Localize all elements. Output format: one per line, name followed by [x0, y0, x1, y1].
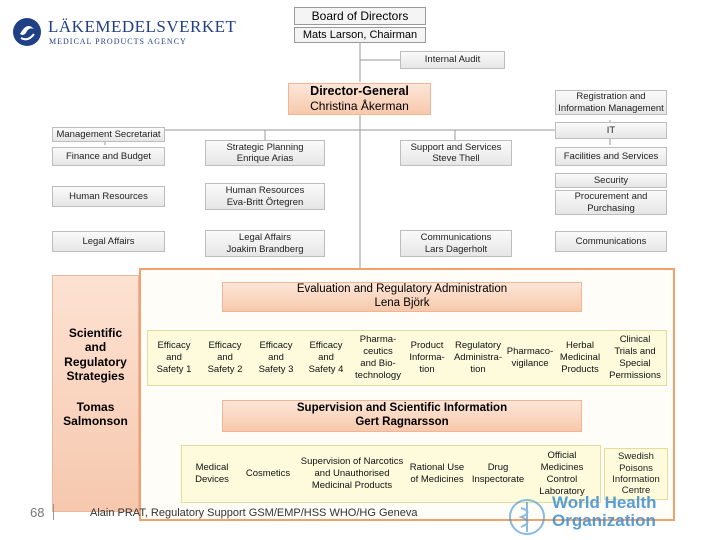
evaluation-unit: Regulatory Administra- tion	[453, 340, 503, 375]
who-emblem-icon	[509, 499, 545, 535]
supervision-scientific-information: Supervision and Scientific Information G…	[222, 400, 582, 432]
strategic-planning: Strategic Planning Enrique Arias	[205, 140, 325, 166]
internal-audit: Internal Audit	[400, 51, 505, 69]
scientific-title: Scientific and Regulatory Strategies	[64, 326, 127, 384]
board-chair: Mats Larson, Chairman	[294, 27, 426, 43]
supervision-unit: Supervision of Narcotics and Unauthorise…	[300, 456, 404, 491]
logo-name: LÄKEMEDELSVERKET	[48, 17, 237, 36]
facilities-and-services: Facilities and Services	[555, 147, 667, 166]
procurement-and-purchasing: Procurement and Purchasing	[555, 190, 667, 215]
scientific-regulatory-strategies: Scientific and Regulatory Strategies Tom…	[52, 275, 139, 512]
evaluation-title: Evaluation and Regulatory Administration	[296, 283, 508, 296]
page-number: 68	[30, 505, 45, 520]
it: IT	[555, 122, 667, 139]
support-and-services: Support and Services Steve Thell	[400, 140, 512, 166]
security: Security	[555, 173, 667, 188]
supervision-unit: Cosmetics	[245, 468, 291, 480]
communications-middle: Communications Lars Dagerholt	[400, 230, 512, 257]
evaluation-unit: Efficacy and Safety 3	[258, 340, 294, 375]
supervision-unit: Rational Use of Medicines	[409, 462, 465, 485]
legal-affairs-left: Legal Affairs	[52, 231, 165, 252]
supervision-units-panel	[181, 445, 601, 503]
who-wordmark: World Health Organization	[552, 493, 657, 530]
logo-subtitle: MEDICAL PRODUCTS AGENCY	[49, 37, 187, 46]
evaluation-units-panel	[147, 330, 667, 386]
evaluation-unit: Pharma- ceutics and Bio- technology	[355, 334, 401, 381]
director-general-name: Christina Åkerman	[310, 99, 409, 114]
supervision-title: Supervision and Scientific Information	[296, 402, 508, 415]
evaluation-unit: Efficacy and Safety 4	[308, 340, 344, 375]
supervision-unit: Medical Devices	[195, 462, 229, 485]
director-general: Director-General Christina Åkerman	[288, 83, 431, 115]
evaluation-unit: Pharmaco- vigilance	[506, 346, 554, 369]
swedish-poisons-information-centre: Swedish Poisons Information Centre	[604, 448, 668, 500]
evaluation-unit: Efficacy and Safety 2	[207, 340, 243, 375]
board-of-directors: Board of Directors Mats Larson, Chairman	[294, 7, 426, 43]
human-resources-left: Human Resources	[52, 186, 165, 207]
registration-information-management: Registration and Information Management	[555, 90, 667, 115]
footer-text: Alain PRAT, Regulatory Support GSM/EMP/H…	[90, 507, 418, 519]
logo: LÄKEMEDELSVERKET MEDICAL PRODUCTS AGENCY	[12, 15, 237, 50]
scientific-head: Tomas Salmonson	[63, 400, 128, 429]
human-resources-middle: Human Resources Eva-Britt Örtegren	[205, 183, 325, 210]
supervision-unit: Official Medicines Control Laboratory	[539, 450, 585, 497]
communications-right: Communications	[555, 231, 667, 252]
evaluation-head: Lena Björk	[374, 297, 430, 309]
evaluation-unit: Product Informa- tion	[409, 340, 445, 375]
evaluation-unit: Clinical Trials and Special Permissions	[609, 334, 661, 381]
director-general-title: Director-General	[310, 84, 409, 99]
finance-and-budget: Finance and Budget	[52, 147, 165, 166]
legal-affairs-middle: Legal Affairs Joakim Brandberg	[205, 230, 325, 257]
footer-divider	[53, 504, 54, 520]
evaluation-regulatory-administration: Evaluation and Regulatory Administration…	[222, 282, 582, 312]
supervision-unit: Drug Inspectorate	[471, 462, 525, 485]
evaluation-unit: Herbal Medicinal Products	[559, 340, 601, 375]
evaluation-unit: Efficacy and Safety 1	[156, 340, 192, 375]
board-title: Board of Directors	[294, 7, 426, 25]
logo-emblem-icon	[13, 18, 41, 46]
management-secretariat: Management Secretariat	[52, 127, 165, 142]
supervision-head: Gert Ragnarsson	[355, 416, 449, 428]
